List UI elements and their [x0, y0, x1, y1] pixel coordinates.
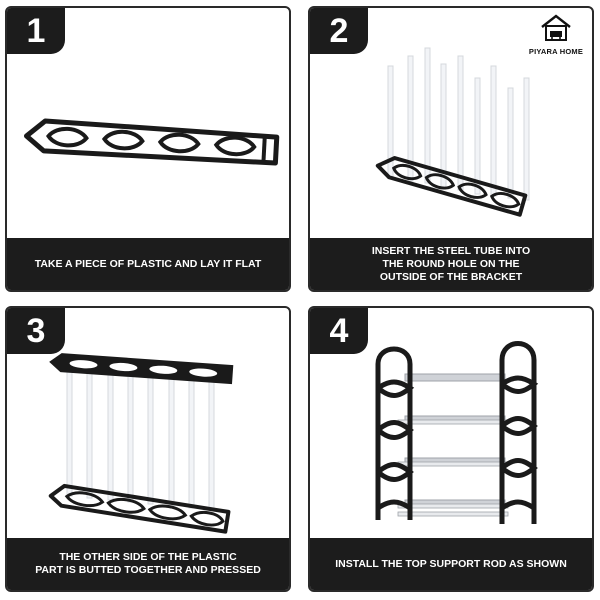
flat-bracket-illustration: [23, 118, 280, 166]
step-4-panel: 4 INSTALL T: [308, 306, 594, 592]
step-caption: TAKE A PIECE OF PLASTIC AND LAY IT FLAT: [7, 238, 289, 290]
step-number: 3: [7, 308, 65, 354]
brand-name: PIYARA HOME: [528, 47, 584, 56]
brand-logo: PIYARA HOME: [528, 14, 584, 56]
step-number: 1: [7, 8, 65, 54]
step-3-panel: 3: [5, 306, 291, 592]
step-caption: INSTALL THE TOP SUPPORT ROD AS SHOWN: [310, 538, 592, 590]
step-caption: INSERT THE STEEL TUBE INTO THE ROUND HOL…: [310, 238, 592, 290]
step-2-panel: 2 PIYARA HOME: [308, 6, 594, 292]
assembled-shoe-rack-illustration: [375, 341, 539, 524]
step-caption: THE OTHER SIDE OF THE PLASTIC PART IS BU…: [7, 538, 289, 590]
step-1-panel: 1 TAKE A PIECE OF PLASTIC AND LAY IT FLA…: [5, 6, 291, 292]
two-brackets-joined-illustration: [48, 353, 234, 534]
step-number: 2: [310, 8, 368, 54]
bracket-with-tubes-illustration: [375, 47, 530, 217]
step-number: 4: [310, 308, 368, 354]
house-logo-icon: [541, 14, 571, 41]
